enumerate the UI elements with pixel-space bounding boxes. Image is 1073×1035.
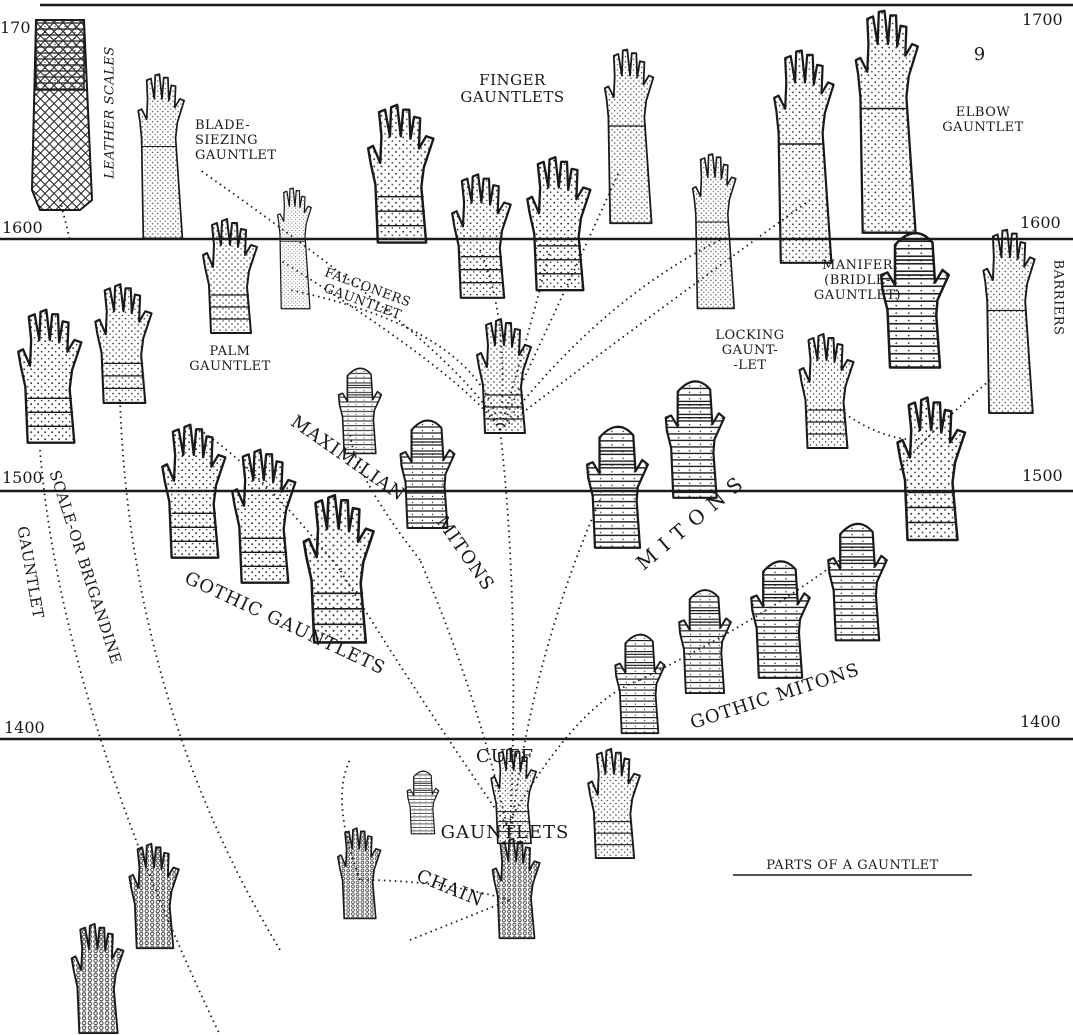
gauntlet-icon — [17, 308, 83, 444]
label-cuff: CUFF — [476, 746, 534, 767]
page-number: 9 — [973, 44, 987, 65]
year-1600-left: 1600 — [2, 218, 43, 237]
label-finger-gauntlets: FINGER GAUNTLETS — [460, 71, 565, 106]
mitten-gauntlet-icon — [678, 589, 732, 695]
label-manifer: MANIFER (BRIDLE- GAUNTLET) — [813, 258, 902, 303]
mitten-gauntlet-icon — [750, 560, 811, 679]
year-1400-right: 1400 — [1020, 712, 1061, 731]
year-1700-right: 1700 — [1022, 10, 1063, 29]
label-leather-scales: LEATHER SCALES — [102, 46, 118, 179]
mail-glove-icon — [336, 827, 382, 920]
gauntlet-icon — [230, 448, 297, 585]
gauntlet-icon — [201, 217, 259, 335]
mitten-gauntlet-icon — [614, 633, 666, 735]
gauntlet-figures — [17, 9, 1036, 1035]
label-gauntlets: GAUNTLETS — [440, 822, 570, 843]
gauntlet-icon — [587, 747, 642, 860]
year-1600-right: 1600 — [1020, 213, 1061, 232]
label-blade-seizing: BLADE- SIEZING GAUNTLET — [195, 118, 277, 163]
gauntlet-icon — [451, 173, 512, 299]
gauntlet-icon — [475, 317, 533, 435]
gauntlet-icon — [691, 152, 737, 310]
label-locking-gauntlet: LOCKING GAUNT- -LET — [715, 328, 785, 373]
gauntlet-icon — [94, 283, 153, 404]
year-1500-right: 1500 — [1022, 466, 1063, 485]
mail-glove-icon — [70, 922, 125, 1035]
gauntlet-icon — [366, 103, 435, 244]
mitten-gauntlet-icon — [826, 522, 889, 642]
gauntlet-icon — [276, 187, 313, 310]
label-elbow-gauntlet: ELBOW GAUNTLET — [942, 105, 1024, 135]
mitten-gauntlet-icon — [585, 425, 650, 549]
gauntlet-icon — [982, 228, 1036, 415]
gauntlet-icon — [137, 73, 186, 240]
leather-scale-gauntlet-icon — [30, 19, 94, 211]
gauntlet-icon — [896, 396, 967, 542]
label-parts-of-gauntlet: PARTS OF A GAUNTLET — [766, 858, 939, 873]
gauntlet-icon — [526, 155, 592, 292]
gauntlet-icon — [302, 493, 375, 644]
label-barriers: BARRIERS — [1050, 259, 1066, 336]
year-1700-left: 170 — [0, 18, 31, 37]
gauntlet-icon — [773, 49, 835, 264]
mitten-gauntlet-icon — [664, 380, 726, 500]
gauntlet-icon — [854, 9, 920, 235]
mail-glove-icon — [128, 842, 180, 950]
mail-glove-icon — [491, 837, 541, 940]
gauntlet-icon — [160, 423, 227, 560]
gauntlet-icon — [603, 48, 655, 225]
year-1400-left: 1400 — [4, 718, 45, 737]
mitten-gauntlet-icon — [337, 367, 383, 455]
year-1500-left: 1500 — [2, 468, 43, 487]
label-palm-gauntlet: PALM GAUNTLET — [189, 344, 271, 374]
gauntlet-icon — [798, 332, 855, 450]
